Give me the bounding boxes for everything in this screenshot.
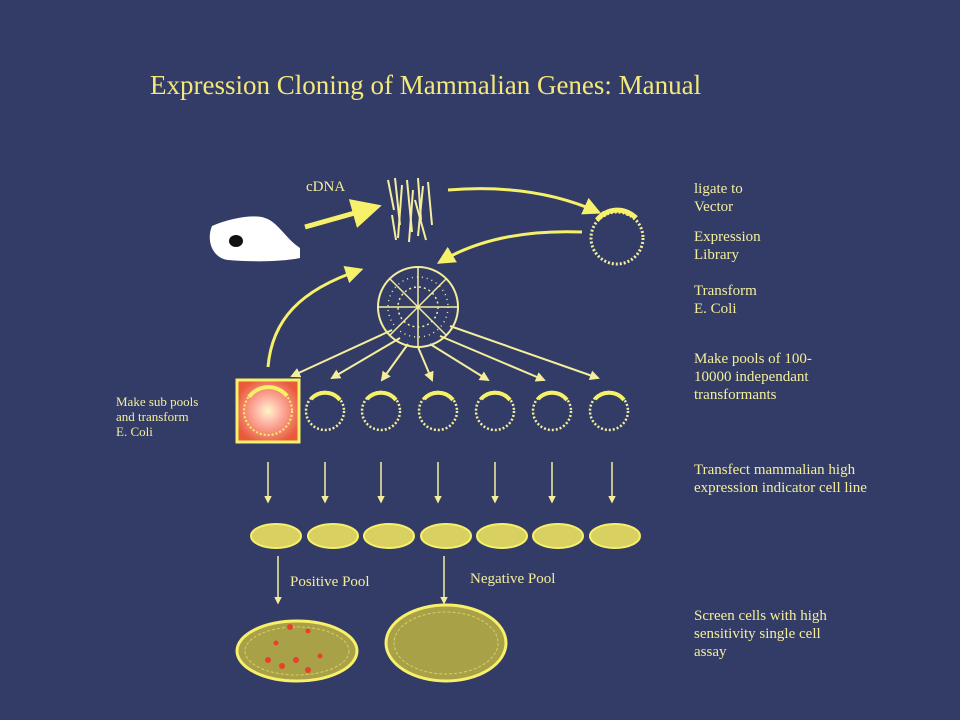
label-make-sub-pools: Make sub pools and transform E. Coli xyxy=(116,394,199,439)
label-make-pools: Make pools of 100- 10000 independant tra… xyxy=(694,351,812,403)
expression-library-plasmid-icon xyxy=(589,207,645,266)
arrow-cdna-to-vector xyxy=(447,187,602,215)
label-ligate-to-vector: ligate to Vector xyxy=(694,181,743,215)
arrows-pools-to-cells xyxy=(264,462,616,504)
cell-dish-icon xyxy=(589,523,641,549)
label-transfect: Transfect mammalian high expression indi… xyxy=(694,462,867,496)
label-transform: Transform E. Coli xyxy=(694,283,757,317)
pool-plasmid-icon xyxy=(588,390,630,432)
negative-screen-dish-icon xyxy=(384,603,508,683)
ecoli-plate-icon xyxy=(377,266,459,348)
pool-plasmid-icon xyxy=(304,390,346,432)
cell-dish-icon xyxy=(363,523,415,549)
positive-screen-dish-icon xyxy=(235,619,359,683)
mammalian-cell-icon xyxy=(209,216,300,262)
arrows-plate-to-pools xyxy=(290,325,600,382)
cell-dish-icon xyxy=(532,523,584,549)
transfected-cell-dishes xyxy=(250,523,641,549)
slide-title: Expression Cloning of Mammalian Genes: M… xyxy=(150,70,702,100)
label-cdna: cDNA xyxy=(306,179,346,195)
label-negative-pool: Negative Pool xyxy=(470,571,556,587)
pool-plasmid-icon xyxy=(531,390,573,432)
pool-plasmid-icon xyxy=(474,390,516,432)
pool-plasmid-icon xyxy=(417,390,459,432)
cdna-fragments-icon xyxy=(387,177,433,243)
label-positive-pool: Positive Pool xyxy=(290,574,370,590)
label-screen-cells: Screen cells with high sensitivity singl… xyxy=(694,608,827,660)
cell-dish-icon xyxy=(420,523,472,549)
cell-dish-icon xyxy=(476,523,528,549)
pool-plasmid-icon xyxy=(360,390,402,432)
arrows-cells-to-screen xyxy=(274,556,448,605)
highlighted-subpool-icon xyxy=(235,378,301,444)
cell-dish-icon xyxy=(250,523,302,549)
pool-plasmids xyxy=(304,390,630,432)
arrow-library-to-plate xyxy=(436,230,583,264)
cell-dish-icon xyxy=(307,523,359,549)
label-expression-library: Expression Library xyxy=(694,229,761,263)
arrow-cell-to-cdna xyxy=(304,199,382,230)
arrow-subpool-to-plate xyxy=(266,266,364,368)
